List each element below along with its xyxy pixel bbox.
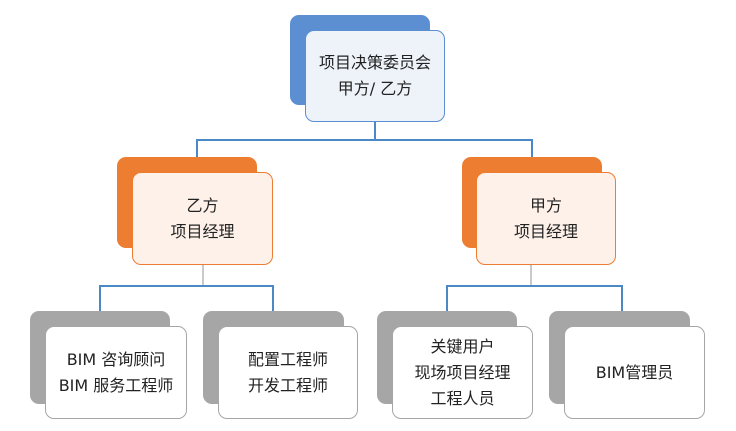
bim-admin-label: BIM管理员 [595,362,674,382]
bim-consult-node: BIM 咨询顾问 BIM 服务工程师 [45,326,187,419]
connector-to-config-eng [272,285,274,311]
config-engineer-label: 配置工程师 [247,349,328,369]
bim-service-engineer-label: BIM 服务工程师 [58,375,174,395]
committee-subtitle: 甲方/ 乙方 [337,79,413,98]
connector-party-a-down [530,265,532,285]
site-pm-label: 现场项目经理 [414,362,511,382]
connector-to-bim-consult [99,285,101,311]
connector-to-bim-admin [621,285,623,311]
connector-party-b-down [202,265,204,285]
party-b-pm-node: 乙方 项目经理 [132,172,273,265]
dev-engineer-label: 开发工程师 [247,375,328,395]
connector-party-b-bar [99,285,274,287]
party-b-label: 乙方 [186,195,219,215]
party-a-label: 甲方 [529,195,562,215]
connector-to-key-users [446,285,448,311]
connector-to-party-a [531,139,533,157]
connector-level1-bar [196,139,533,141]
bim-admin-node: BIM管理员 [564,326,705,419]
committee-node: 项目决策委员会 甲方/ 乙方 [305,30,445,122]
bim-consultant-label: BIM 咨询顾问 [66,349,166,369]
config-eng-node: 配置工程师 开发工程师 [218,326,358,419]
party-a-pm-label: 项目经理 [513,221,578,241]
connector-party-a-bar [446,285,623,287]
party-a-pm-node: 甲方 项目经理 [476,172,616,265]
connector-to-party-b [196,139,198,157]
connector-root-down [374,122,376,139]
party-b-pm-label: 项目经理 [170,221,235,241]
engineering-staff-label: 工程人员 [430,388,495,408]
key-users-label: 关键用户 [430,336,495,356]
key-users-node: 关键用户 现场项目经理 工程人员 [392,326,533,419]
committee-title: 项目决策委员会 [318,53,431,72]
